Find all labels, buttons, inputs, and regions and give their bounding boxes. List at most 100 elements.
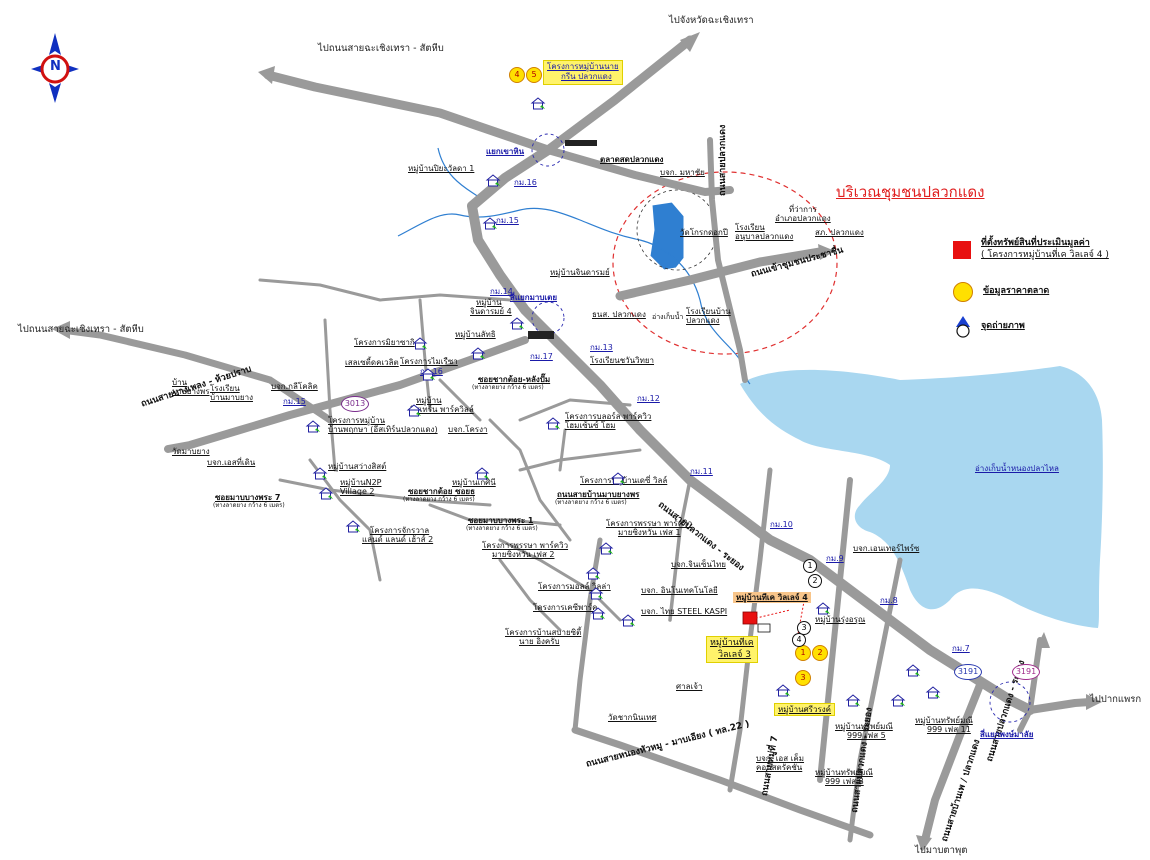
km-marker: กม.10 [770,520,793,529]
label-proj-miyazaki: โครงการมิยาซากิ [354,338,415,347]
label-ban-999-c: หมู่บ้านทรัพย์มณี 999 เฟส 8 [815,768,873,786]
house-icon [890,692,906,707]
ban-ban-line2: มาบยางพร [172,387,210,397]
road-top-vertical: ถนนสายปลวกแดง [718,124,728,196]
area-title: บริเวณชุมชนปลวกแดง [836,183,985,201]
bjk-siam-line1: บจก. เอส เค็ม [756,754,805,763]
label-proj-rrsw: โครงการบลอร์ล พาร์ควิว โฮมเซ้นซ์ โฮม [565,412,651,430]
proj-steel-line2: นาย อิงครับ [519,637,560,647]
label-ban-jinda-4: หมู่บ้าน จินดารมย์ 4 [470,298,512,316]
camera-point-2: 2 [808,574,822,588]
school-ban-mab-line2: บ้านมาบยาง [210,393,253,403]
house-icon [305,418,321,433]
school-ban-mab-line1: โรงเรียน [210,384,240,393]
house-icon [412,335,428,350]
label-reservoir-small: อ่างเก็บน้ำ [652,313,684,321]
ban-tk3-line1: หมู่บ้านทีเค [710,638,754,648]
house-icon [815,600,831,615]
label-reservoir-big: อ่างเก็บน้ำหนองปลาไหล [975,464,1059,473]
km-marker: กม.17 [530,352,553,361]
ban-ban-line1: บ้าน [172,378,188,387]
legend-subject-line2: ( โครงการหมู่บ้านที่เค วิลเลจ์ 4 ) [981,249,1109,260]
ban-999c-line2: 999 เฟส 8 [825,777,864,787]
subject-legend-icon [953,240,971,259]
proj-phra-park-line3: โครงการพรรษา พาร์ควิว [482,541,569,550]
market-marker-2: 2 [812,645,828,661]
km-marker: กม.16 [514,178,537,187]
camera-point-1: 1 [803,559,817,573]
school-pluak-line1: โรงเรียน [735,223,765,232]
label-proj-ban-phruksa: โครงการหมู่บ้าน บ้านพฤกษา (อีสเทิร์นปลวก… [328,416,438,434]
label-ban-999-a: หมู่บ้านทรัพย์มณี 999 เฟส 5 [835,722,893,740]
proj-phra-park-line2: มายซิงหวัน เฟส 1 [618,528,681,538]
label-school-pluak: โรงเรียน อนุบาลปลวกแดง [735,223,793,241]
label-school-sachiwit: โรงเรียนชวันวิทยา [590,356,655,365]
dir-pak-phraek: ไปปากแพรก [1090,694,1142,705]
house-icon [905,662,921,677]
soi-chong-rong: ซอยชากต้อย ซอยธ [408,487,475,496]
school-ban-line2: ปลวกแดง [686,316,720,326]
house-icon [775,682,791,697]
house-icon [610,470,626,485]
dir-chachoengsao-sattahip-left: ไปถนนสายฉะเชิงเทรา - สัตหีบ [18,324,144,335]
label-police: สภ. ปลวกแดง [815,228,864,237]
label-proj-green-pluak: โครงการหมู่บ้านนาย กรีน ปลวกแดง [543,60,623,85]
house-icon [318,485,334,500]
proj-ban-phruksa-line1: โครงการหมู่บ้าน [328,416,386,425]
label-ban-sawang: หมู่บ้านสว่างสิสต์ [328,462,387,471]
house-icon [312,465,328,480]
compass-letter: N [50,59,61,74]
house-icon [585,565,601,580]
legend-subject-line1: ที่ตั้งทรัพย์สินที่ประเมินมูลค่า [981,238,1090,248]
junction-khao-hin: แยกเขาหิน [486,147,525,156]
dir-map-ta-phut: ไปมาบตาพุต [915,845,968,856]
label-bjk-jinsen: บจก.จินเซ็นไทย [671,560,726,569]
label-proj-steel: โครงการบ้านสบายซิตี้ นาย อิงครับ [505,628,581,646]
label-ban-wat: วัดชากนินเทศ [608,713,657,722]
route-3191: 3191 [954,664,982,680]
house-icon [509,315,525,330]
label-ban-pha: ศาลเจ้า [676,682,703,691]
ban-jinda-line2: หมู่บ้าน [476,298,502,307]
label-bkk-manufacturer: บจก. มหาชัย [660,168,705,177]
label-ban-sri: หมู่บ้านศรีวรงค์ [774,703,836,717]
ban-haphat-line1: หมู่บ้าน [416,396,442,405]
compass-icon [31,33,79,103]
school-pluak-line2: อนุบาลปลวกแดง [735,232,794,242]
ban-haphat-line2: อิสเทร์น พาร์ควิลล์ [410,405,474,415]
route-3013: 3013 [341,396,369,412]
ban-n2p-line1: หมู่บ้านN2P [340,478,382,487]
house-icon [482,215,498,230]
house-icon [545,415,561,430]
ban-n2p-line2: Village 2 [340,487,375,497]
label-ban-ban: บ้าน มาบยางพร [172,378,210,396]
dir-chachoengsao: ไปจังหวัดฉะเชิงเทรา [669,15,754,26]
reservoir-shape [740,366,1103,628]
ban-999-line2: 999 เฟส 5 [847,731,886,741]
house-icon [620,612,636,627]
road-ban-nong-kham: ถนนสายบ้านมาบยางพร [557,490,640,499]
junction-phong-sai: สี่แยกพงษ์มาลัย [980,730,1034,739]
house-icon [474,465,490,480]
label-ban-tk4: หมู่บ้านทีเค วิลเลจ์ 4 [733,592,811,604]
soi-bang-phra-7-sub: (ทางลาดยาง กว้าง 6 เมตร) [213,502,285,509]
legend-photo: จุดถ่ายภาพ [981,321,1025,332]
house-icon [845,692,861,707]
km-marker: กม.14 [490,287,513,296]
house-icon [925,684,941,699]
soi-yak-hong: ซอยชากต้อย-หลังปั๊ม [478,375,551,384]
soi-bang-phra-7: ซอยมาบบางพระ 7 [215,493,281,502]
ban-tk3-line2: วิลเลจ์ 3 [718,649,752,660]
label-bjk-rama: บจก.กลีโคลิค [271,382,318,391]
km-marker: กม.8 [880,596,898,605]
house-icon [588,585,604,600]
label-ban-rusi: หมู่บ้านรุ่งอรุณ [815,615,866,624]
label-proj-nkdp: โครงการหมู่บ้านเดซี่ วิลล์ [580,476,668,485]
ban-999b-line1: หมู่บ้านทรัพย์มณี [915,716,973,725]
house-icon [590,605,606,620]
label-ban-piyawan: หมู่บ้านปิยะวัลดา 1 [408,164,475,173]
label-bjk-khonsan: บจก.โครงา [448,425,488,434]
proj-ban-phruksa-line2: บ้านพฤกษา (อีสเทิร์นปลวกแดง) [328,425,438,435]
ban-999c-line1: หมู่บ้านทรัพย์มณี [815,768,873,777]
